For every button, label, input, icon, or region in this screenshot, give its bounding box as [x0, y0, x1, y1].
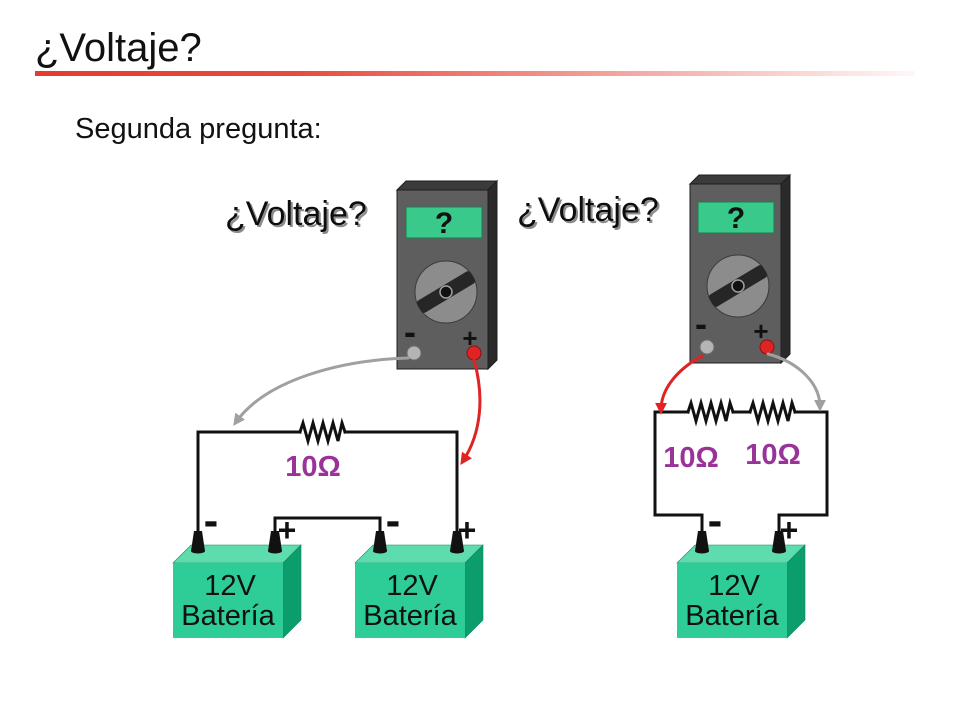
slide-title: ¿Voltaje?	[35, 26, 202, 70]
terminal-base	[450, 548, 464, 554]
meter-positive-label: +	[462, 323, 477, 353]
battery-name: Batería	[685, 600, 779, 632]
meter-negative-jack	[699, 339, 715, 355]
battery-name: Batería	[181, 600, 275, 632]
meter-display	[697, 201, 775, 234]
battery-negative-terminal	[695, 531, 709, 554]
terminal-base	[268, 548, 282, 554]
meter-side-face	[487, 179, 498, 371]
wire-right-loop	[343, 430, 459, 534]
battery-positive-terminal	[450, 531, 464, 554]
resistor	[686, 397, 735, 427]
battery-positive-terminal	[268, 531, 282, 554]
meter-negative-label: -	[695, 303, 707, 344]
battery-front-face	[677, 563, 787, 638]
battery-negative-terminal	[373, 531, 387, 554]
dial-hub	[731, 279, 745, 293]
battery: 12V Batería - +	[354, 496, 484, 639]
terminal-post	[695, 531, 709, 551]
meter-side-face	[780, 173, 791, 365]
meter-negative-jack	[406, 345, 422, 361]
terminal-post	[772, 531, 786, 551]
battery-front-face	[173, 563, 283, 638]
probe-lead-negative	[766, 352, 826, 412]
battery-voltage: 12V	[386, 570, 438, 602]
meter-top-face	[688, 174, 792, 185]
resistor	[298, 417, 347, 447]
terminal-base	[695, 548, 709, 554]
wire-left-loop	[196, 430, 302, 534]
circuit-left: ¿Voltaje? 10Ω ? - +	[172, 179, 499, 639]
battery: 12V Batería - +	[676, 496, 806, 639]
battery-negative-label: -	[204, 496, 219, 545]
meter-negative-label: -	[404, 311, 416, 352]
dial-hub	[439, 285, 453, 299]
circuit-right: ¿Voltaje? 10Ω 10Ω ? - +	[517, 173, 829, 639]
meter-top-face	[395, 180, 499, 191]
battery-negative-label: -	[708, 496, 723, 545]
title-rule	[35, 71, 915, 76]
slide-subtitle: Segunda pregunta:	[75, 113, 322, 145]
terminal-base	[373, 548, 387, 554]
battery-negative-label: -	[386, 496, 401, 545]
battery: 12V Batería - +	[172, 496, 302, 639]
battery-positive-label: +	[780, 512, 799, 548]
terminal-post	[268, 531, 282, 551]
battery-voltage: 12V	[708, 570, 760, 602]
resistor	[748, 397, 797, 427]
meter-display-value: ?	[435, 207, 453, 240]
meter-positive-label: +	[753, 316, 768, 346]
multimeter: ? - +	[688, 173, 792, 365]
meter-positive-jack	[759, 339, 775, 355]
terminal-base	[191, 548, 205, 554]
resistor-label: 10Ω	[663, 442, 719, 474]
terminal-base	[772, 548, 786, 554]
probe-lead-positive	[460, 358, 482, 466]
wire-series-link	[273, 516, 382, 534]
multimeter: ? - +	[395, 179, 499, 371]
selector-dial	[706, 254, 770, 318]
battery-positive-label: +	[278, 512, 297, 548]
meter-positive-jack	[466, 345, 482, 361]
battery-negative-terminal	[191, 531, 205, 554]
selector-dial	[414, 260, 478, 324]
battery-positive-terminal	[772, 531, 786, 554]
battery-front-face	[355, 563, 465, 638]
probe-lead-negative	[233, 356, 410, 426]
battery-positive-label: +	[458, 512, 477, 548]
terminal-post	[450, 531, 464, 551]
terminal-post	[191, 531, 205, 551]
voltage-question-label: ¿Voltaje?	[225, 195, 367, 233]
voltage-question-label: ¿Voltaje?	[517, 191, 659, 229]
meter-display	[405, 206, 483, 239]
wire-right-loop	[777, 410, 829, 534]
battery-voltage: 12V	[204, 570, 256, 602]
resistor-label: 10Ω	[285, 451, 341, 483]
probe-lead-positive	[655, 354, 704, 415]
resistor-label: 10Ω	[745, 439, 801, 471]
slide-header: ¿Voltaje?	[35, 26, 915, 76]
terminal-post	[373, 531, 387, 551]
battery-name: Batería	[363, 600, 457, 632]
meter-display-value: ?	[727, 202, 745, 235]
